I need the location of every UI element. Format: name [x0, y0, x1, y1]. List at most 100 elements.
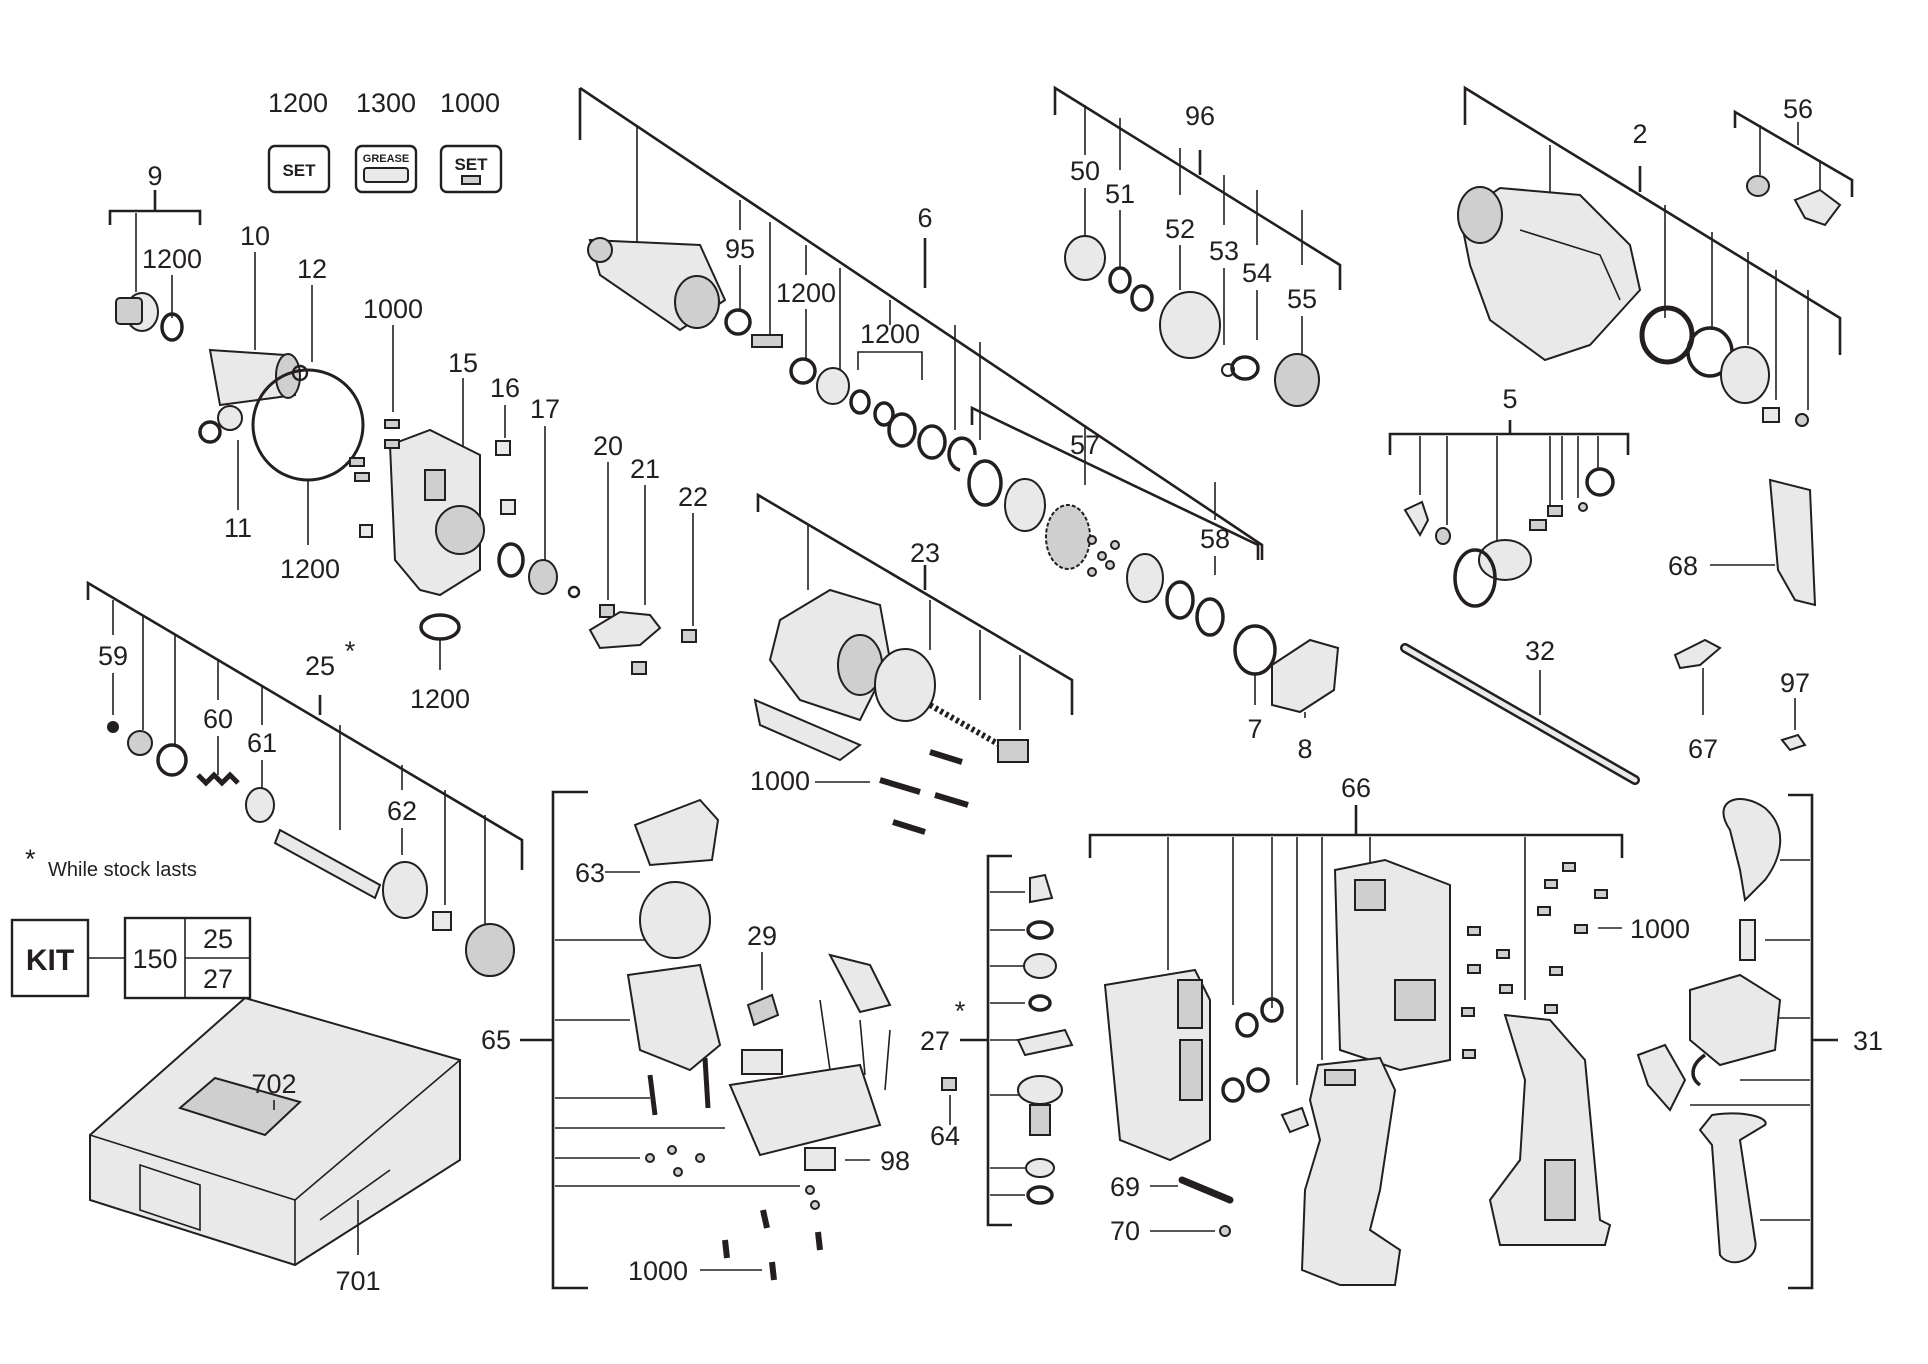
part-27-cap	[1029, 873, 1054, 904]
part-small-ring	[567, 585, 581, 599]
label-97: 97	[1780, 668, 1810, 698]
label-27: 27	[920, 1026, 950, 1056]
screws-1000-right	[1461, 862, 1608, 1059]
set-1200-icon-label: SET	[282, 161, 316, 180]
part-striker	[751, 334, 783, 348]
part-52-chuck	[1159, 291, 1221, 359]
ball-4	[1110, 540, 1120, 550]
label-16: 16	[490, 373, 520, 403]
label-702: 702	[251, 1069, 296, 1099]
label-1200-set: 1200	[268, 88, 328, 118]
label-1200-c: 1200	[410, 684, 470, 714]
part-23-cylinder	[753, 588, 1029, 763]
part-1200-o-ring-d	[789, 357, 817, 385]
label-2: 2	[1632, 119, 1647, 149]
note-star: *	[25, 844, 36, 874]
part-bearing-a	[127, 730, 153, 756]
grease-1300-icon: GREASE	[354, 144, 418, 194]
label-63: 63	[575, 858, 605, 888]
label-5: 5	[1502, 384, 1517, 414]
part-2-gear-housing	[1457, 186, 1642, 362]
screw-b	[384, 439, 400, 449]
label-96: 96	[1185, 101, 1215, 131]
label-1000-set: 1000	[440, 88, 500, 118]
label-1300-grease: 1300	[356, 88, 416, 118]
part-55-seal	[1274, 353, 1320, 407]
label-32: 32	[1525, 636, 1555, 666]
part-piston	[816, 367, 850, 405]
set-1000-icon: SET	[439, 144, 503, 194]
screw-a	[384, 419, 400, 429]
label-66: 66	[1341, 773, 1371, 803]
set-1000-icon-label: SET	[454, 155, 488, 174]
part-27-ring-c	[1026, 1185, 1054, 1205]
label-1000-screws-mid: 1000	[750, 766, 810, 796]
group-misc-right: 68 32 67 97	[1400, 478, 1817, 785]
part-bearing-c	[432, 911, 452, 931]
label-53: 53	[1209, 236, 1239, 266]
part-67-switch	[1673, 638, 1722, 670]
label-60: 60	[203, 704, 233, 734]
label-70: 70	[1110, 1216, 1140, 1246]
part-66-handle-half	[1488, 1013, 1612, 1246]
ring-58a	[1165, 580, 1195, 620]
part-56-spring	[1746, 175, 1770, 197]
part-54-ring	[1230, 355, 1260, 381]
part-pin	[217, 405, 243, 431]
part-trigger-switch	[828, 953, 892, 1014]
label-1200-e: 1200	[860, 319, 920, 349]
group-2: 2	[1457, 85, 1842, 427]
part-ring-b	[156, 743, 188, 777]
label-50: 50	[1070, 156, 1100, 186]
label-7: 7	[1247, 714, 1262, 744]
part-60-spring	[196, 771, 240, 787]
part-31-clamp-band	[1722, 798, 1782, 903]
label-11: 11	[224, 513, 252, 543]
carrying-case: 702 701	[89, 996, 461, 1296]
label-61: 61	[247, 728, 277, 758]
label-21: 21	[630, 454, 660, 484]
label-59: 59	[98, 641, 128, 671]
part-2-small	[1795, 413, 1809, 427]
part-20-screw-b	[631, 661, 647, 675]
ring-s3	[887, 412, 917, 448]
part-53-ball	[1221, 363, 1235, 377]
part-16-block-a	[495, 440, 511, 456]
part-70-screw	[1219, 1225, 1231, 1237]
label-98: 98	[880, 1146, 910, 1176]
part-2-sleeve	[1720, 346, 1770, 404]
label-23: 23	[910, 538, 940, 568]
part-62-gear	[382, 861, 428, 919]
label-1000-screws-bottom: 1000	[628, 1256, 688, 1286]
ball-1	[1087, 535, 1097, 545]
part-51-ring	[1108, 266, 1132, 294]
part-5-latch	[1403, 500, 1430, 538]
part-stator	[639, 881, 711, 959]
part-5-ball	[1578, 502, 1588, 512]
set-1200-icon: SET	[267, 144, 331, 194]
kit-box: KIT 150 25 27	[10, 916, 252, 1000]
group-56: 56	[1733, 94, 1854, 227]
part-31-pad	[1636, 1043, 1687, 1112]
part-spindle-barrel	[587, 237, 727, 332]
label-95: 95	[725, 234, 755, 264]
part-2-plug	[1762, 407, 1780, 423]
part-31-clamp	[1689, 973, 1782, 1067]
label-31: 31	[1853, 1026, 1883, 1056]
label-69: 69	[1110, 1172, 1140, 1202]
part-10-sleeve	[208, 348, 309, 407]
part-shaft	[273, 828, 382, 900]
part-5-pin-a	[1529, 519, 1547, 531]
part-51b-ring	[1130, 284, 1154, 312]
part-31-hook	[1691, 1053, 1707, 1087]
part-5-selector	[1478, 539, 1532, 581]
label-1200-b: 1200	[280, 554, 340, 584]
part-63-cover	[633, 798, 720, 867]
part-29-brush	[746, 993, 780, 1027]
label-52: 52	[1165, 214, 1195, 244]
group-7-8: 7 8	[1233, 624, 1340, 764]
label-12: 12	[297, 254, 327, 284]
ring-s4	[917, 424, 947, 460]
note-while-stock-lasts: * While stock lasts	[25, 844, 197, 881]
